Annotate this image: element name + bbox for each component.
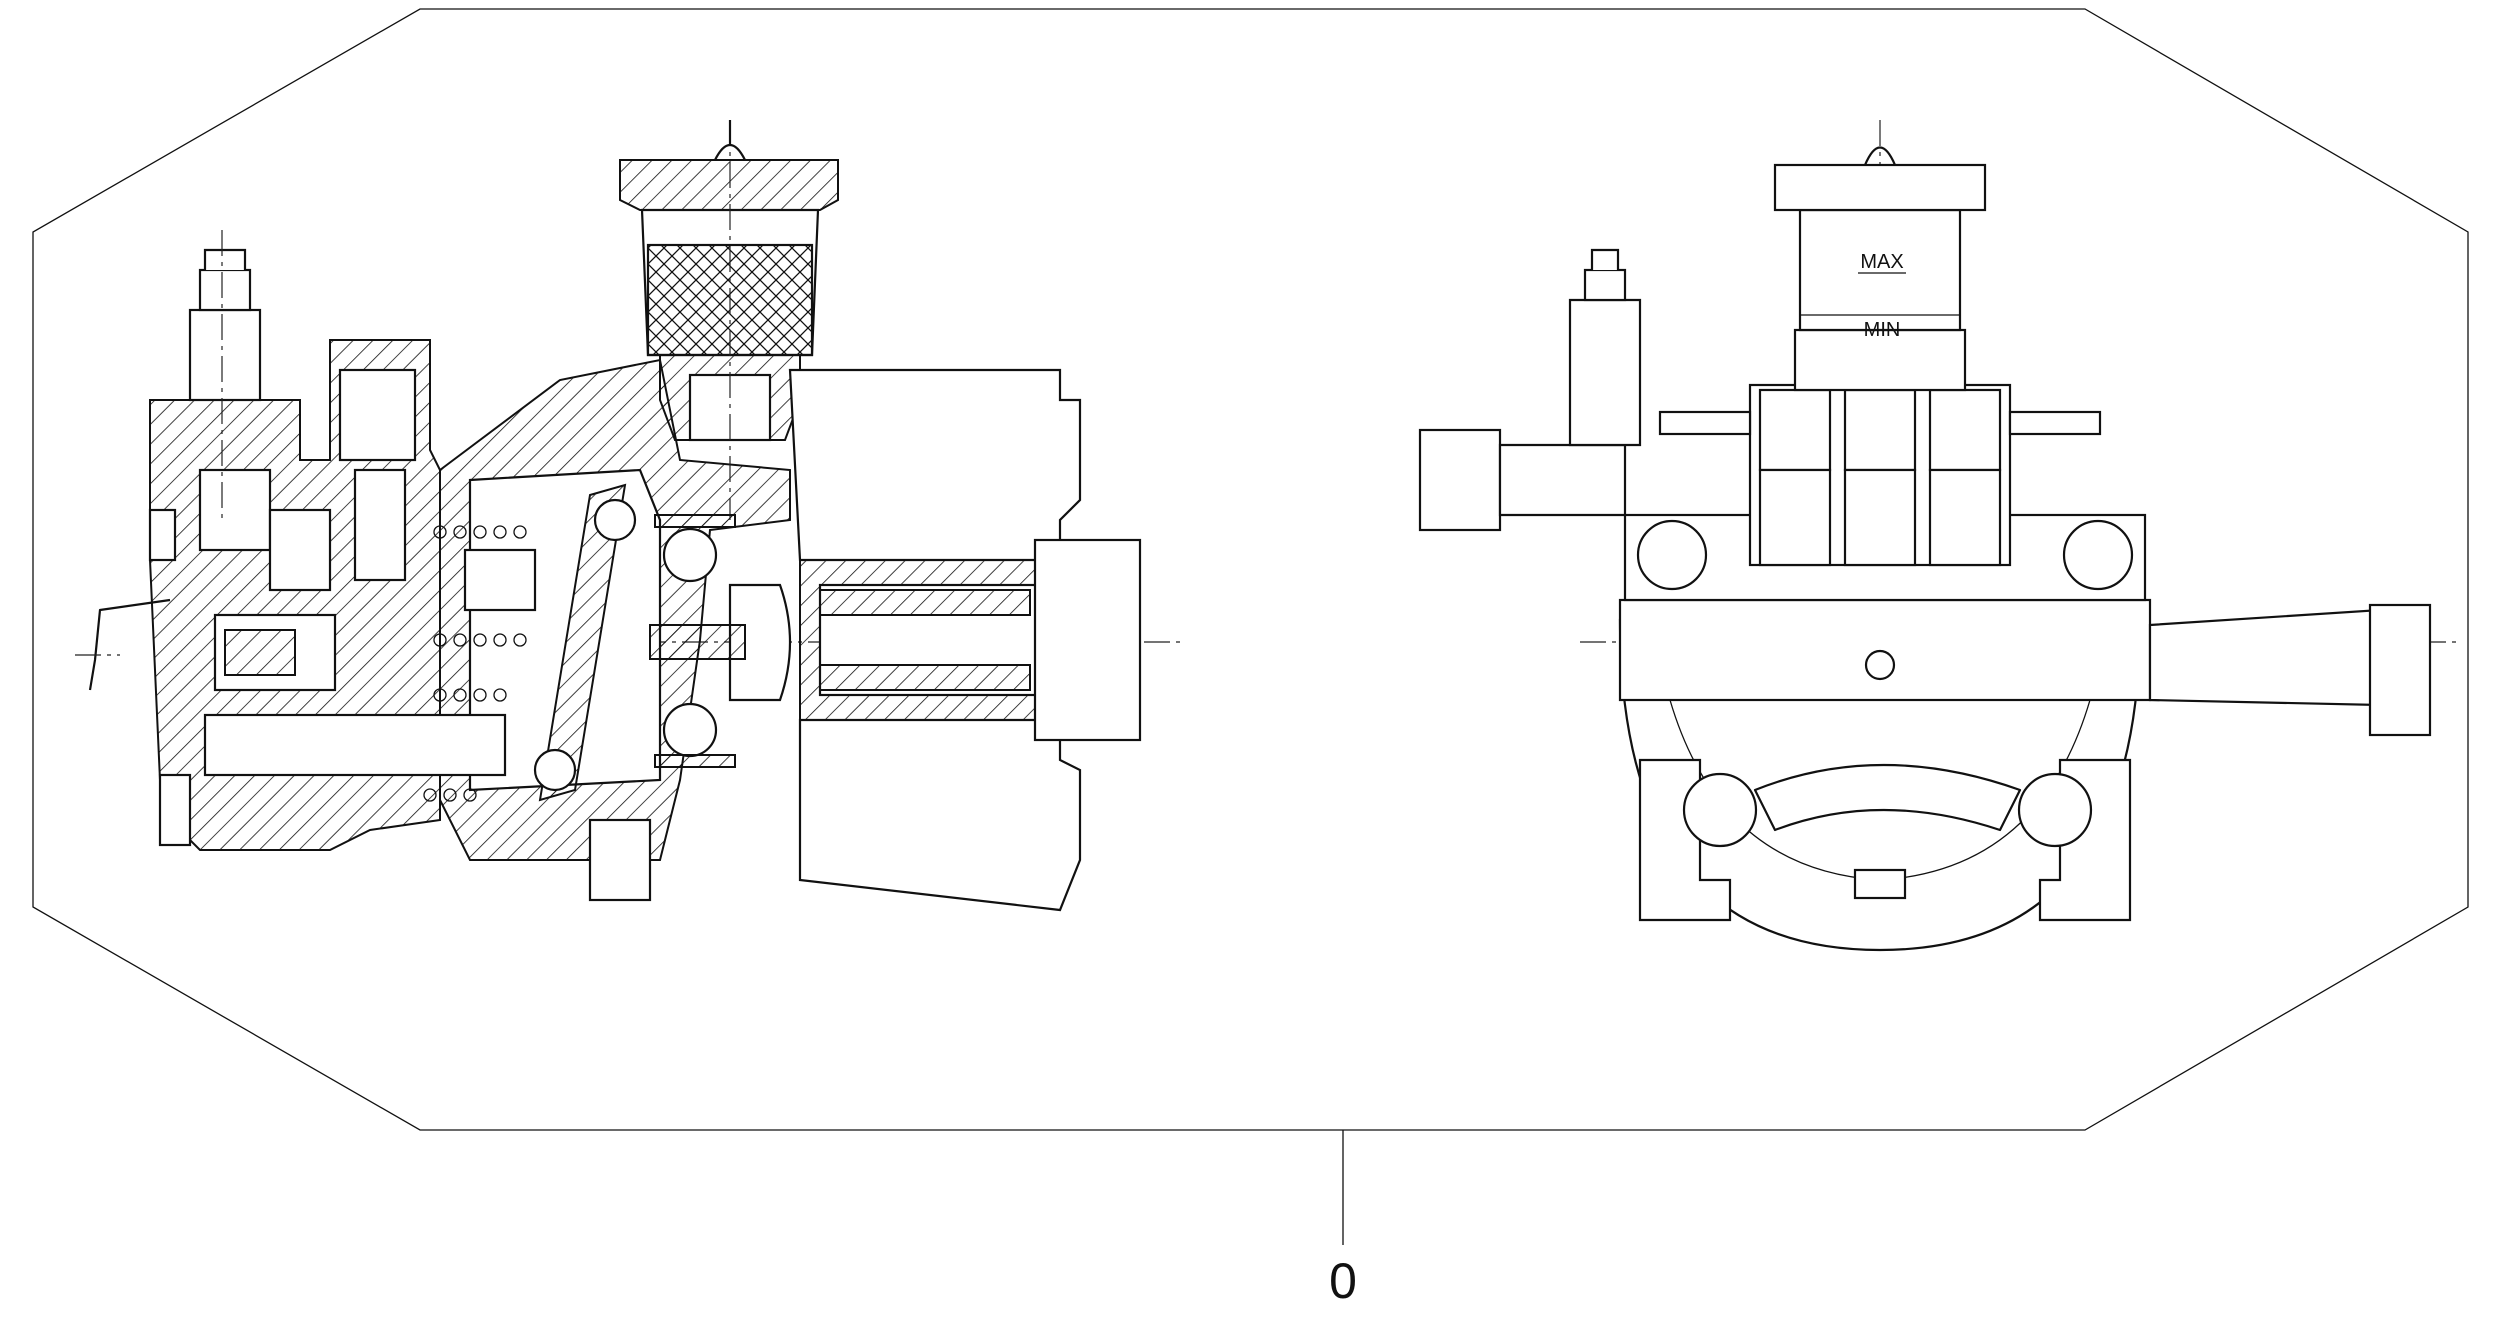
assembly-outline	[32, 8, 2469, 1131]
left-hose-nipple	[188, 230, 262, 520]
pump-section-view	[75, 120, 1185, 912]
level-min-label: MIN	[1864, 319, 1901, 341]
pump-front-view: MAX MIN	[1418, 120, 2460, 952]
oil-reservoir	[619, 120, 839, 520]
callout-number: 0	[1329, 1253, 1357, 1309]
front-oil-reservoir: MAX MIN	[1773, 146, 1987, 392]
level-max-label: MAX	[1860, 251, 1903, 273]
